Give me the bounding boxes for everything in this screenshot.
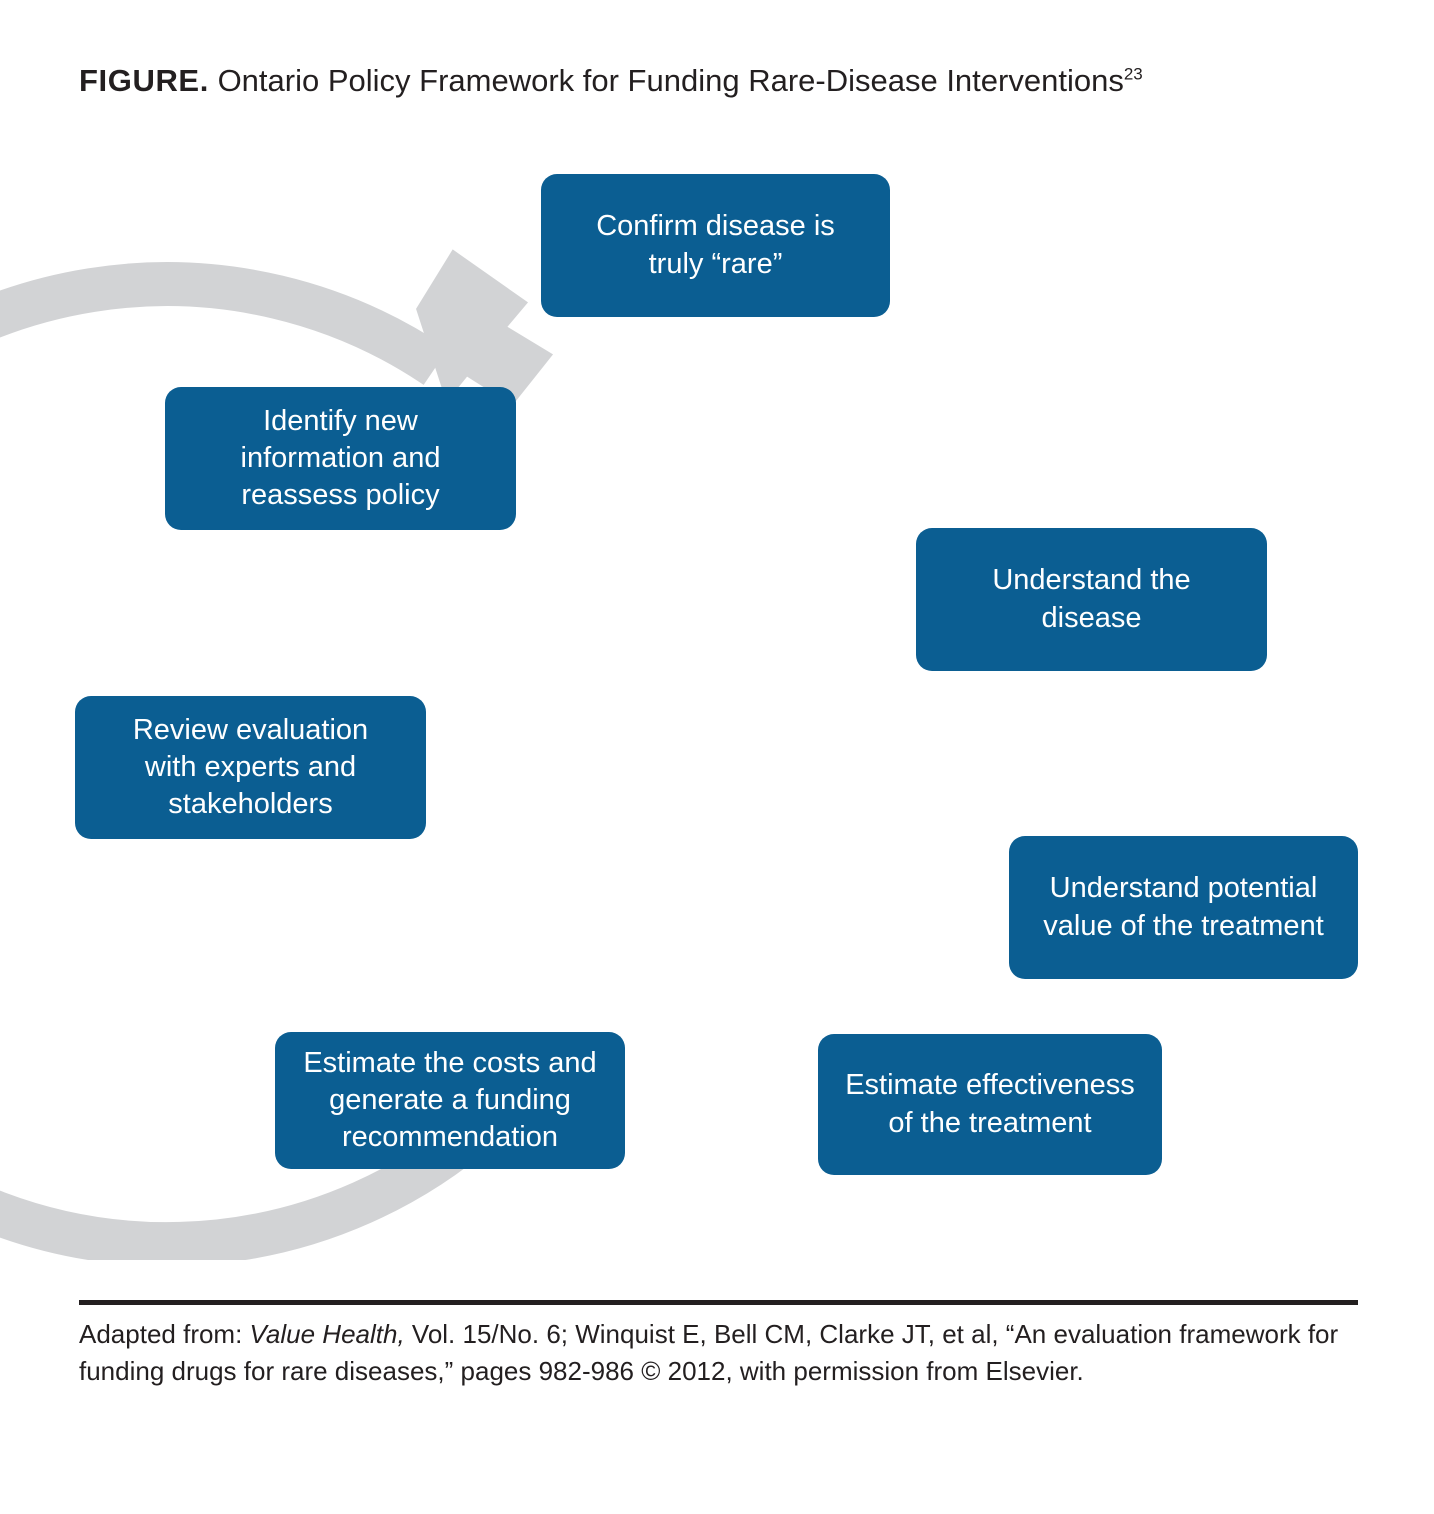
figure-title-text: Ontario Policy Framework for Funding Rar… — [217, 63, 1124, 98]
cycle-diagram: Confirm disease is truly “rare” Understa… — [0, 140, 1434, 1260]
cycle-step-review-evaluation[interactable]: Review evaluation with experts and stake… — [75, 696, 426, 839]
cycle-arrowhead-icon — [416, 249, 554, 406]
figure-label: FIGURE. — [79, 63, 209, 98]
cycle-step-understand-potential-value[interactable]: Understand potential value of the treatm… — [1009, 836, 1358, 979]
attribution-source-title: Value Health, — [249, 1319, 405, 1349]
attribution-citation: Vol. 15/No. 6; Winquist E, Bell CM, Clar… — [79, 1319, 1339, 1386]
cycle-step-estimate-effectiveness[interactable]: Estimate effectiveness of the treatment — [818, 1034, 1162, 1175]
attribution-prefix: Adapted from: — [79, 1319, 250, 1349]
cycle-ring-graphic — [0, 249, 554, 1260]
source-attribution: Adapted from: Value Health, Vol. 15/No. … — [79, 1316, 1364, 1390]
footer-divider — [79, 1300, 1358, 1305]
cycle-step-identify-new-information[interactable]: Identify new information and reassess po… — [165, 387, 516, 530]
cycle-step-confirm-rare[interactable]: Confirm disease is truly “rare” — [541, 174, 890, 317]
cycle-ring-arc — [0, 262, 521, 1260]
cycle-step-estimate-costs-funding[interactable]: Estimate the costs and generate a fundin… — [275, 1032, 625, 1169]
page-title: FIGURE. Ontario Policy Framework for Fun… — [79, 62, 1359, 99]
cycle-step-understand-disease[interactable]: Understand the disease — [916, 528, 1267, 671]
figure-reference-superscript: 23 — [1123, 64, 1143, 84]
